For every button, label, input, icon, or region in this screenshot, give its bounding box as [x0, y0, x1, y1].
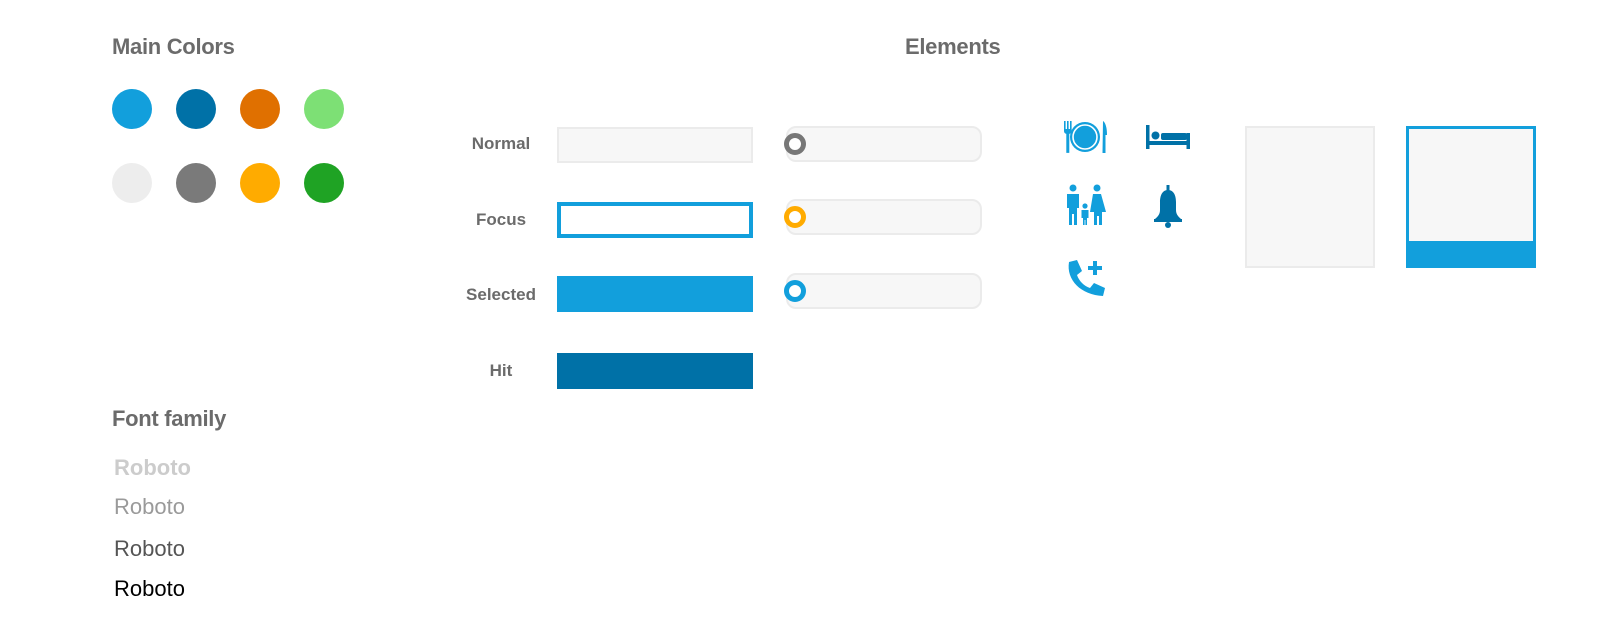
- tile-normal[interactable]: [1245, 126, 1375, 268]
- slider-track-normal[interactable]: [786, 126, 982, 162]
- elements-title: Elements: [905, 34, 1001, 59]
- tile-selected[interactable]: [1406, 126, 1536, 268]
- color-swatch-dark-blue: [176, 89, 216, 129]
- restaurant-icon[interactable]: [1061, 113, 1109, 161]
- bell-icon[interactable]: [1144, 183, 1192, 231]
- button-normal-state[interactable]: [557, 127, 753, 163]
- font-family-title: Font family: [112, 406, 227, 431]
- slider-knob-normal[interactable]: [784, 133, 806, 155]
- slider-track-focus[interactable]: [786, 199, 982, 235]
- color-swatch-light-blue: [112, 89, 152, 129]
- color-swatch-light-gray: [112, 163, 152, 203]
- state-label-hit: Hit: [489, 361, 513, 380]
- font-sample-regular-dark: Roboto: [114, 536, 185, 561]
- phone-plus-icon[interactable]: [1061, 255, 1109, 303]
- tile-selected-bar: [1409, 241, 1533, 265]
- state-label-normal: Normal: [471, 134, 531, 153]
- color-swatch-dark-orange: [240, 89, 280, 129]
- color-swatch-light-green: [304, 89, 344, 129]
- family-icon[interactable]: [1061, 183, 1109, 231]
- state-label-focus: Focus: [475, 210, 527, 229]
- color-swatch-gray: [176, 163, 216, 203]
- color-swatch-amber: [240, 163, 280, 203]
- button-selected-state[interactable]: [557, 276, 753, 312]
- font-sample-regular-black: Roboto: [114, 576, 185, 601]
- slider-knob-selected[interactable]: [784, 280, 806, 302]
- font-sample-bold-light: Roboto: [114, 455, 191, 480]
- font-sample-regular-gray: Roboto: [114, 494, 185, 519]
- button-hit-state[interactable]: [557, 353, 753, 389]
- color-swatch-green: [304, 163, 344, 203]
- button-focus-state[interactable]: [557, 202, 753, 238]
- state-label-selected: Selected: [466, 285, 536, 304]
- slider-knob-focus[interactable]: [784, 206, 806, 228]
- bed-icon[interactable]: [1144, 113, 1192, 161]
- main-colors-title: Main Colors: [112, 34, 235, 59]
- slider-track-selected[interactable]: [786, 273, 982, 309]
